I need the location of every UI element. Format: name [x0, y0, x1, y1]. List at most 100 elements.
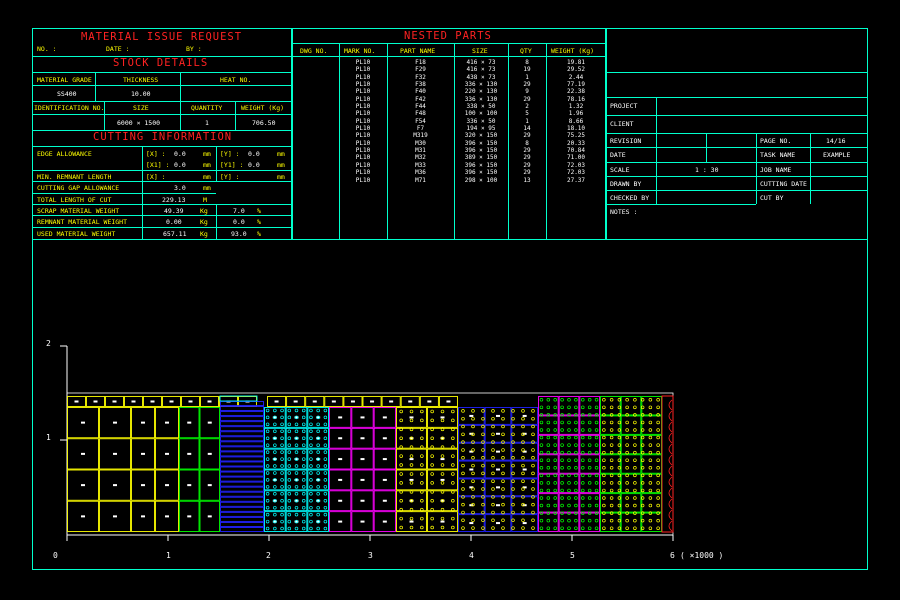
hole-mark: [609, 496, 614, 500]
material-request-panel: [32, 28, 292, 240]
hole-mark: [316, 408, 320, 413]
hole-mark: [409, 525, 414, 530]
hole-mark: [287, 505, 292, 510]
hole-mark: [553, 518, 557, 523]
hole-mark: [501, 510, 505, 515]
edge-x1-label: [X1] :: [146, 161, 170, 169]
hole-mark: [546, 496, 551, 500]
hole-mark: [265, 485, 270, 489]
nested-part: [162, 396, 181, 407]
hole-mark: [633, 398, 637, 402]
used-weight-unit: Kg: [200, 230, 208, 238]
hole-mark: [587, 398, 592, 402]
hole-mark: [409, 472, 414, 476]
hole-mark: [560, 428, 564, 432]
hole-mark: [451, 481, 455, 485]
hole-mark: [511, 448, 515, 452]
nested-part: [131, 500, 155, 532]
hole-mark: [581, 526, 585, 530]
hole-mark: [461, 432, 465, 437]
hole-mark: [309, 429, 313, 434]
hole-mark: [471, 471, 475, 476]
hole-mark: [287, 499, 292, 503]
edge-cut: [668, 399, 673, 411]
nested-part: [307, 511, 329, 532]
hole-mark: [594, 398, 599, 402]
hole-mark: [539, 496, 544, 500]
hole-mark: [617, 420, 622, 425]
hole-mark: [553, 511, 557, 515]
hole-mark: [560, 473, 564, 478]
hole-mark: [553, 398, 557, 402]
hole-mark: [553, 435, 557, 440]
hole-mark: [273, 436, 277, 441]
part-label-mark: [187, 421, 192, 424]
hole-mark: [553, 405, 557, 410]
hole-mark: [531, 495, 535, 499]
hole-mark: [625, 488, 629, 493]
nested-part: [285, 490, 308, 512]
hole-mark: [287, 478, 292, 482]
hole-mark: [521, 495, 525, 499]
part-label-mark: [496, 450, 500, 453]
part-label-mark: [522, 432, 527, 435]
hole-mark: [633, 526, 637, 530]
nested-part: [579, 493, 600, 513]
hole-mark: [560, 413, 564, 417]
hole-mark: [656, 503, 660, 508]
hole-mark: [567, 503, 571, 508]
hole-mark: [574, 503, 578, 508]
hole-mark: [409, 427, 414, 432]
hole-mark: [461, 424, 465, 429]
hole-mark: [273, 526, 277, 531]
hole-mark: [560, 420, 564, 425]
nested-part: [67, 469, 99, 501]
nested-part: [285, 427, 308, 449]
hole-mark: [574, 488, 578, 493]
hole-mark: [581, 496, 585, 500]
hole-mark: [399, 481, 403, 485]
hole-mark: [409, 463, 414, 467]
hole-mark: [581, 511, 585, 515]
hole-mark: [560, 488, 564, 493]
part-label-mark: [382, 499, 387, 502]
hole-mark: [648, 405, 653, 410]
hole-mark: [567, 458, 571, 462]
hole-mark: [273, 512, 277, 517]
nested-part: [329, 469, 352, 491]
hole-mark: [273, 429, 277, 434]
hole-mark: [399, 499, 403, 503]
stock-weight-value: 706.50: [252, 119, 276, 127]
nested-part: [99, 407, 131, 439]
part-label-mark: [141, 515, 145, 518]
hole-mark: [287, 436, 292, 441]
hole-mark: [617, 435, 622, 440]
hole-mark: [511, 495, 515, 499]
hole-mark: [265, 471, 270, 475]
hole-mark: [273, 478, 277, 482]
nested-part: [220, 461, 264, 467]
hole-mark: [574, 435, 578, 440]
hole-mark: [491, 471, 495, 476]
part-label-mark: [440, 437, 445, 440]
part-label-mark: [316, 458, 321, 461]
hole-mark: [280, 422, 284, 427]
hole-mark: [471, 502, 475, 507]
hole-mark: [602, 526, 606, 530]
part-label-mark: [382, 520, 387, 523]
hole-mark: [531, 432, 535, 437]
date-field-label: DATE: [610, 151, 626, 159]
hole-mark: [265, 492, 270, 496]
hole-mark: [301, 422, 306, 427]
hole-mark: [471, 432, 475, 437]
hole-mark: [617, 398, 622, 402]
nested-part: [558, 396, 580, 416]
hole-mark: [265, 408, 270, 413]
hole-mark: [481, 471, 485, 476]
part-label-mark: [131, 400, 136, 403]
nested-part: [558, 493, 580, 513]
part-label-mark: [469, 414, 474, 417]
hole-mark: [265, 478, 270, 482]
hole-mark: [656, 481, 660, 485]
hole-mark: [531, 448, 535, 452]
